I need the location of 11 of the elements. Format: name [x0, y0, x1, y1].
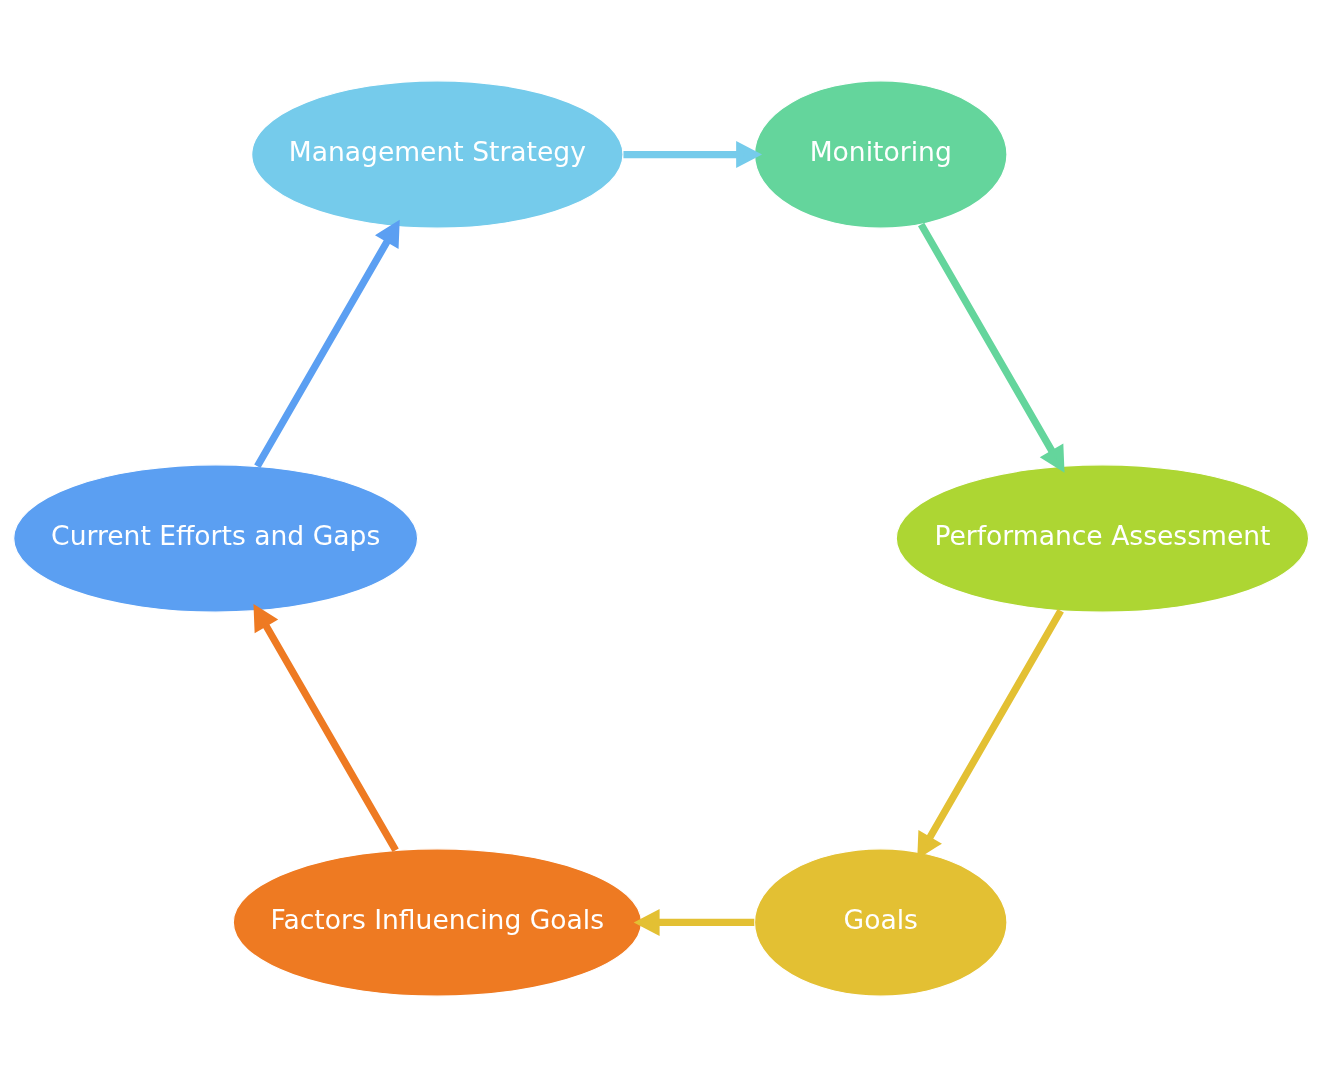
arrow: [623, 140, 763, 168]
node-ellipse: Management Strategy: [251, 79, 624, 229]
node-ellipse: Goals: [753, 847, 1008, 997]
node-ellipse: Current Efforts and Gaps: [13, 463, 419, 613]
node-ellipse: Performance Assessment: [895, 463, 1310, 613]
arrow: [253, 603, 399, 852]
node-ellipse: Monitoring: [753, 79, 1008, 229]
arrow: [633, 908, 755, 936]
arrow: [918, 222, 1065, 473]
node-ellipse: Factors Influencing Goals: [232, 847, 643, 997]
arrow: [254, 219, 400, 468]
